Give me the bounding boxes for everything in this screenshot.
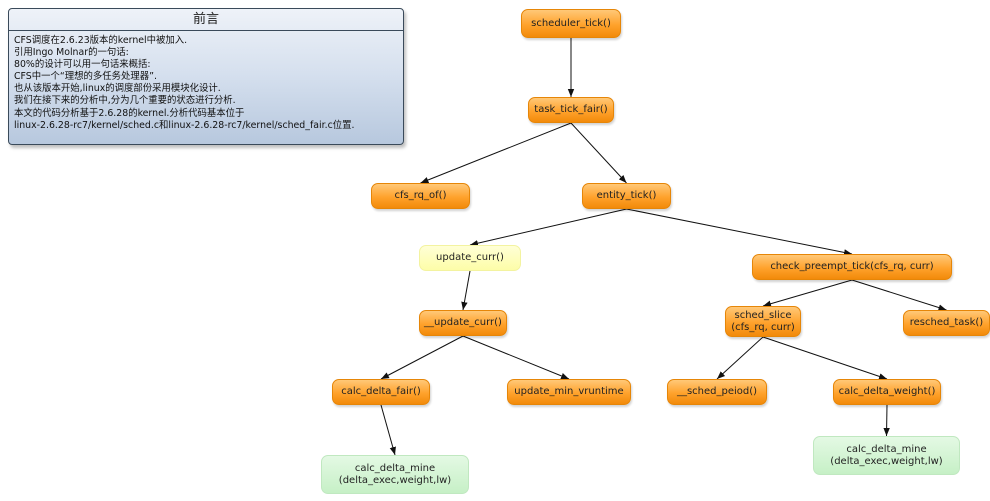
edge-task_tick_fair-to-cfs_rq_of — [420, 122, 572, 184]
edge-__update_curr-to-calc_delta_fair — [380, 335, 464, 380]
node-label-line-1: calc_delta_mine — [354, 462, 436, 474]
preface-note: 前言 CFS调度在2.6.23版本的kernel中被加入. 引用Ingo Mol… — [8, 8, 404, 145]
node-label: task_tick_fair() — [534, 104, 608, 115]
node-label: update_curr() — [436, 252, 504, 263]
node-label: calc_delta_weight() — [838, 386, 936, 397]
edge-update_curr-to-__update_curr — [461, 270, 471, 311]
edge-sched_slice-to-calc_delta_weight — [762, 336, 888, 380]
edge-entity_tick-to-update_curr — [469, 208, 627, 247]
edge-calc_delta_fair-to-calc_delta_mine_left — [380, 404, 396, 456]
node-label-line-2: (delta_exec,weight,lw) — [338, 474, 452, 486]
note-line: 也从该版本开始,linux的调度部份采用模块化设计. — [14, 83, 221, 95]
node-resched-task[interactable]: resched_task() — [903, 310, 990, 336]
node-scheduler-tick[interactable]: scheduler_tick() — [521, 9, 621, 38]
node-label: check_preempt_tick(cfs_rq, curr) — [770, 261, 934, 272]
note-line: CFS调度在2.6.23版本的kernel中被加入. — [14, 35, 188, 46]
node-calc-delta-weight[interactable]: calc_delta_weight() — [833, 379, 941, 405]
note-line: 本文的代码分析基于2.6.28的kernel.分析代码基本位于 — [14, 107, 245, 119]
node-update-min-vruntime[interactable]: update_min_vruntime — [507, 379, 631, 405]
node-calc-delta-mine-right[interactable]: calc_delta_mine (delta_exec,weight,lw) — [813, 436, 960, 475]
node-label: update_min_vruntime — [514, 386, 624, 397]
node-task-tick-fair[interactable]: task_tick_fair() — [528, 97, 614, 123]
node-sched-peiod[interactable]: __sched_peiod() — [667, 379, 767, 405]
note-line: 引用Ingo Molnar的一句话: — [14, 47, 129, 59]
edge-check_preempt_tick-to-sched_slice — [762, 279, 853, 307]
node-label-line-2: (cfs_rq, curr) — [731, 321, 795, 333]
node-entity-tick[interactable]: entity_tick() — [582, 183, 671, 209]
node-sched-slice[interactable]: sched_slice (cfs_rq, curr) — [725, 306, 801, 337]
node-calc-delta-fair[interactable]: calc_delta_fair() — [332, 379, 430, 405]
node-label-line-1: calc_delta_mine — [846, 443, 927, 455]
node-label: entity_tick() — [596, 190, 657, 201]
node-calc-delta-mine-left[interactable]: calc_delta_mine (delta_exec,weight,lw) — [321, 455, 469, 494]
node-label: resched_task() — [909, 317, 984, 328]
node-cfs-rq-of[interactable]: cfs_rq_of() — [371, 183, 470, 209]
node-label-line-1: sched_slice — [734, 309, 792, 321]
edge-calc_delta_weight-to-calc_delta_mine_right — [883, 404, 890, 437]
node-check-preempt-tick[interactable]: check_preempt_tick(cfs_rq, curr) — [752, 254, 952, 280]
edge-task_tick_fair-to-entity_tick — [570, 122, 627, 184]
note-line: 80%的设计可以用一句话来概括: — [14, 59, 151, 71]
node-underscore-update-curr[interactable]: __update_curr() — [419, 310, 507, 336]
edge-__update_curr-to-update_min_vruntime — [462, 335, 570, 380]
node-label-line-2: (delta_exec,weight,lw) — [830, 455, 943, 467]
edge-check_preempt_tick-to-resched_task — [851, 279, 947, 311]
node-label: calc_delta_fair() — [341, 386, 421, 397]
node-label: scheduler_tick() — [531, 17, 611, 29]
note-title: 前言 — [9, 9, 403, 31]
note-body: CFS调度在2.6.23版本的kernel中被加入. 引用Ingo Molnar… — [9, 31, 403, 132]
note-line: CFS中一个“理想的多任务处理器”. — [14, 71, 157, 83]
note-line: linux-2.6.28-rc7/kernel/sched.c和linux-2.… — [14, 119, 355, 131]
edge-entity_tick-to-check_preempt_tick — [626, 208, 853, 256]
node-label: __update_curr() — [424, 317, 502, 328]
note-line: 我们在接下来的分析中,分为几个重要的状态进行分析. — [14, 95, 236, 107]
node-update-curr[interactable]: update_curr() — [419, 245, 521, 271]
node-label: cfs_rq_of() — [394, 190, 447, 201]
node-label: __sched_peiod() — [676, 386, 758, 397]
edge-sched_slice-to-__sched_peiod — [716, 336, 764, 380]
